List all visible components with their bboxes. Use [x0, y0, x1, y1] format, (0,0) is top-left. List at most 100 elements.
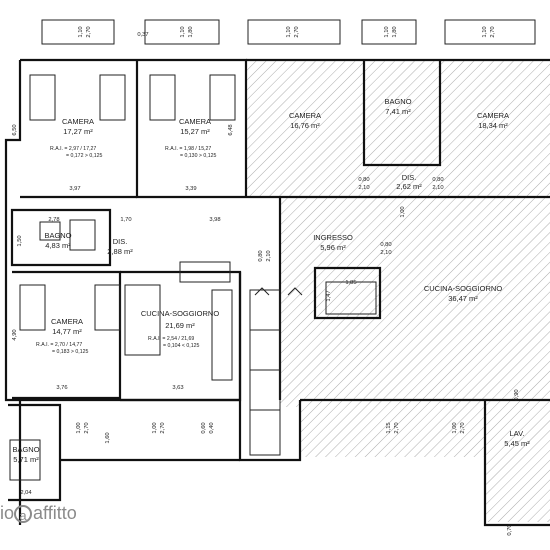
dim-label: 2,04 [20, 490, 32, 496]
window-dim-bottom: 2,70 [490, 26, 496, 37]
dim-label: 2,10 [266, 250, 272, 261]
room-area: 16,76 m² [290, 121, 320, 130]
dim-label: 3,39 [185, 186, 196, 192]
rai-line: R.A.I. = 1,98 / 15,27 [165, 146, 211, 152]
room-area: 2,88 m² [107, 247, 133, 256]
room-dis-1: DIS. 2,62 m² [396, 173, 422, 191]
window-dim-bottom: 2,70 [160, 422, 166, 433]
dim-label: 0,80 [432, 177, 443, 183]
room-area: 36,47 m² [448, 294, 478, 303]
room-camera-2: CAMERA 15,27 m² R.A.I. = 1,98 / 15,27 = … [165, 117, 216, 159]
affitto-logo-icon: a [14, 504, 33, 523]
rai-line: R.A.I. = 2,70 / 14,77 [36, 342, 82, 348]
dim-label: 3,76 [56, 385, 67, 391]
room-name: BAGNO [12, 445, 39, 454]
room-area: 15,27 m² [180, 127, 210, 136]
room-area: 4,83 m² [45, 241, 71, 250]
dim-label: 2,78 [48, 217, 59, 223]
dim-label: 0,80 [358, 177, 369, 183]
room-bagno-3: BAGNO 5,71 m² [12, 445, 39, 464]
room-name: BAGNO [384, 97, 411, 106]
dim-label: 6,50 [12, 124, 18, 135]
top-window-dims: 1,10 2,70 1,10 1,80 1,10 2,70 1,10 1,80 … [78, 26, 496, 37]
dim-label: 1,47 [326, 290, 332, 301]
room-lav: LAV. 5,45 m² [504, 429, 530, 448]
watermark-prefix: io [0, 503, 15, 523]
room-name: INGRESSO [313, 233, 353, 242]
room-name: DIS. [113, 237, 128, 246]
window-dim-top: 1,00 [452, 422, 458, 433]
room-area: 5,96 m² [320, 243, 346, 252]
dim-label: 0,37 [137, 32, 148, 38]
dim-label: 1,85 [345, 280, 356, 286]
room-area: 17,27 m² [63, 127, 93, 136]
room-area: 5,71 m² [13, 455, 39, 464]
dim-label: 4,90 [12, 329, 18, 340]
window-dim-bottom: 2,70 [460, 422, 466, 433]
dim-label: 1,50 [17, 235, 23, 246]
room-ingresso: INGRESSO 5,96 m² [313, 233, 353, 252]
room-area: 2,62 m² [396, 182, 422, 191]
watermark: io a affitto [0, 503, 77, 524]
rai-result: = 0,172 > 0,125 [66, 153, 102, 159]
dim-label: 1,00 [400, 206, 406, 217]
rai-line: R.A.I. = 2,97 / 17,27 [50, 146, 96, 152]
dim-label: 1,60 [105, 432, 111, 443]
room-area: 21,69 m² [165, 321, 195, 330]
watermark-brand: affitto [33, 503, 77, 523]
window-dim-bottom: 2,70 [294, 26, 300, 37]
dim-label: 3,97 [69, 186, 80, 192]
dim-label: 2,10 [380, 250, 391, 256]
dim-label: 0,90 [514, 389, 520, 400]
room-camera-4: CAMERA 18,34 m² [477, 111, 509, 130]
room-cucina-2: CUCINA-SOGGIORNO 36,47 m² [424, 284, 503, 303]
room-camera-1: CAMERA 17,27 m² R.A.I. = 2,97 / 17,27 = … [50, 117, 102, 159]
dim-label: 2,10 [358, 185, 369, 191]
room-camera-3: CAMERA 16,76 m² [289, 111, 321, 130]
rai-line: R.A.I. = 2,54 / 21,69 [148, 336, 194, 342]
dim-label: 0,80 [258, 250, 264, 261]
rai-result: = 0,104 < 0,125 [163, 343, 199, 349]
window-dim-top: 1,10 [286, 26, 292, 37]
window-dim-bottom: 1,80 [188, 26, 194, 37]
interior-details [9, 74, 377, 481]
room-name: CAMERA [51, 317, 83, 326]
room-camera-5: CAMERA 14,77 m² R.A.I. = 2,70 / 14,77 = … [36, 317, 88, 355]
room-area: 18,34 m² [478, 121, 508, 130]
window-dim-top: 1,10 [78, 26, 84, 37]
dim-label: 2,10 [432, 185, 443, 191]
dim-label: 0,80 [380, 242, 391, 248]
room-name: CUCINA-SOGGIORNO [424, 284, 503, 293]
rai-result: = 0,183 > 0,125 [52, 349, 88, 355]
rai-result: = 0,130 > 0,125 [180, 153, 216, 159]
window-dim-top: 1,10 [384, 26, 390, 37]
room-area: 7,41 m² [385, 107, 411, 116]
misc-dimensions: 6,50 6,48 3,97 3,39 2,78 1,70 3,98 4,90 … [12, 32, 520, 536]
window-dim-top: 1,15 [386, 422, 392, 433]
window-dim-top: 1,10 [482, 26, 488, 37]
room-name: CAMERA [62, 117, 94, 126]
room-name: CAMERA [477, 111, 509, 120]
outer-walls [4, 58, 550, 527]
room-name: CAMERA [289, 111, 321, 120]
room-name: CAMERA [179, 117, 211, 126]
room-cucina-1: CUCINA-SOGGIORNO 21,69 m² R.A.I. = 2,54 … [141, 309, 220, 349]
room-dis-2: DIS. 2,88 m² [107, 237, 133, 256]
window-dim-top: 1,10 [180, 26, 186, 37]
room-area: 14,77 m² [52, 327, 82, 336]
dim-label: 3,98 [209, 217, 220, 223]
dim-label: 1,70 [120, 217, 131, 223]
room-bagno-1: BAGNO 7,41 m² [384, 97, 411, 116]
room-bagno-2: BAGNO 4,83 m² [44, 231, 71, 250]
window-dim-bottom: 2,70 [84, 422, 90, 433]
room-area: 5,45 m² [504, 439, 530, 448]
window-dim-bottom: 2,70 [394, 422, 400, 433]
window-dim-top: 1,00 [76, 422, 82, 433]
dim-label: 0,40 [209, 422, 215, 433]
window-dim-top: 1,00 [152, 422, 158, 433]
dim-label: 6,48 [228, 124, 234, 135]
top-balconies [41, 19, 536, 45]
dim-label: 0,70 [507, 524, 513, 535]
window-dim-bottom: 1,80 [392, 26, 398, 37]
